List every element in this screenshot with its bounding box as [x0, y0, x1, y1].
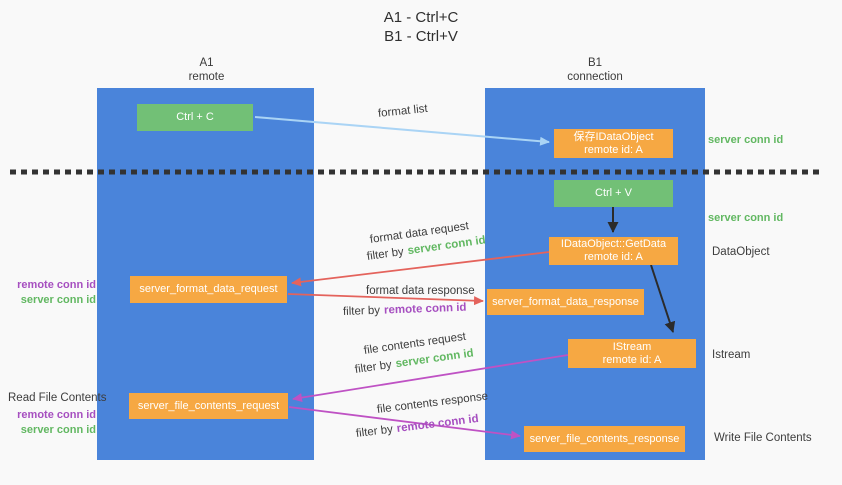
arrow-format-list: [254, 116, 550, 146]
right-write-file-contents-label: Write File Contents: [714, 432, 812, 444]
remote-conn-id-text: remote conn id: [17, 279, 96, 291]
format-response-label: server_format_data_response: [492, 295, 639, 308]
server-file-contents-response-box: server_file_contents_response: [524, 426, 685, 452]
arrow-format-data-request: [291, 251, 550, 287]
lane-b-name: B1: [587, 57, 603, 69]
right-istream-label: Istream: [712, 349, 751, 361]
diagram-title: A1 - Ctrl+C B1 - Ctrl+V: [0, 8, 842, 46]
save-idataobject-remote-id: remote id: A: [584, 143, 643, 156]
right-server-conn-id-top: server conn id: [708, 134, 784, 146]
left-read-file-contents-label: Read File Contents: [8, 392, 107, 404]
ctrl-c-box: Ctrl + C: [137, 104, 253, 131]
istream-title: IStream: [612, 340, 652, 353]
right-server-conn-id-mid: server conn id: [708, 212, 784, 224]
save-idataobject-title: 保存IDataObject: [573, 130, 654, 143]
istream-box: IStream remote id: A: [568, 339, 696, 368]
ctrl-v-box: Ctrl + V: [554, 180, 673, 207]
lane-header-b1: B1 connection: [485, 56, 705, 84]
left-conn-id-group-file: remote conn id server conn id: [8, 408, 96, 438]
istream-remote-id: remote id: A: [602, 353, 662, 366]
file-response-label: server_file_contents_response: [529, 432, 680, 445]
left-conn-id-group-format: remote conn id server conn id: [8, 278, 96, 308]
arrow-getdata-to-istream: [650, 264, 676, 333]
arrow-file-contents-response: [288, 406, 521, 440]
title-line-1: A1 - Ctrl+C: [383, 9, 459, 26]
ctrl-c-label: Ctrl + C: [176, 111, 214, 123]
filter-by-text: filter by: [342, 304, 381, 318]
ctrl-v-label: Ctrl + V: [595, 187, 632, 199]
getdata-title: IDataObject::GetData: [560, 238, 667, 250]
file-request-label: server_file_contents_request: [137, 399, 280, 412]
remote-conn-id-text: remote conn id: [17, 409, 96, 421]
lane-a-subtitle: remote: [188, 71, 225, 83]
server-conn-id-text: server conn id: [20, 424, 96, 436]
server-format-data-request-box: server_format_data_request: [130, 276, 287, 303]
arrow-file-contents-request: [292, 354, 569, 403]
server-format-data-response-box: server_format_data_response: [487, 289, 644, 315]
format-data-response-text: format data response: [366, 285, 475, 297]
server-file-contents-request-box: server_file_contents_request: [129, 393, 288, 419]
label-format-data-response: format data response: [366, 285, 475, 297]
idataobject-getdata-box: IDataObject::GetData remote id: A: [549, 237, 678, 265]
arrow-format-data-response: [287, 293, 484, 306]
save-idataobject-box: 保存IDataObject remote id: A: [554, 129, 673, 158]
right-dataobject-label: DataObject: [712, 246, 770, 258]
lane-a-name: A1: [199, 57, 214, 69]
lane-b-subtitle: connection: [567, 71, 623, 83]
getdata-remote-id: remote id: A: [584, 251, 643, 263]
title-line-2: B1 - Ctrl+V: [384, 28, 458, 45]
format-request-label: server_format_data_request: [139, 283, 278, 295]
server-conn-id-text: server conn id: [20, 294, 96, 306]
lane-header-a1: A1 remote: [98, 56, 315, 84]
